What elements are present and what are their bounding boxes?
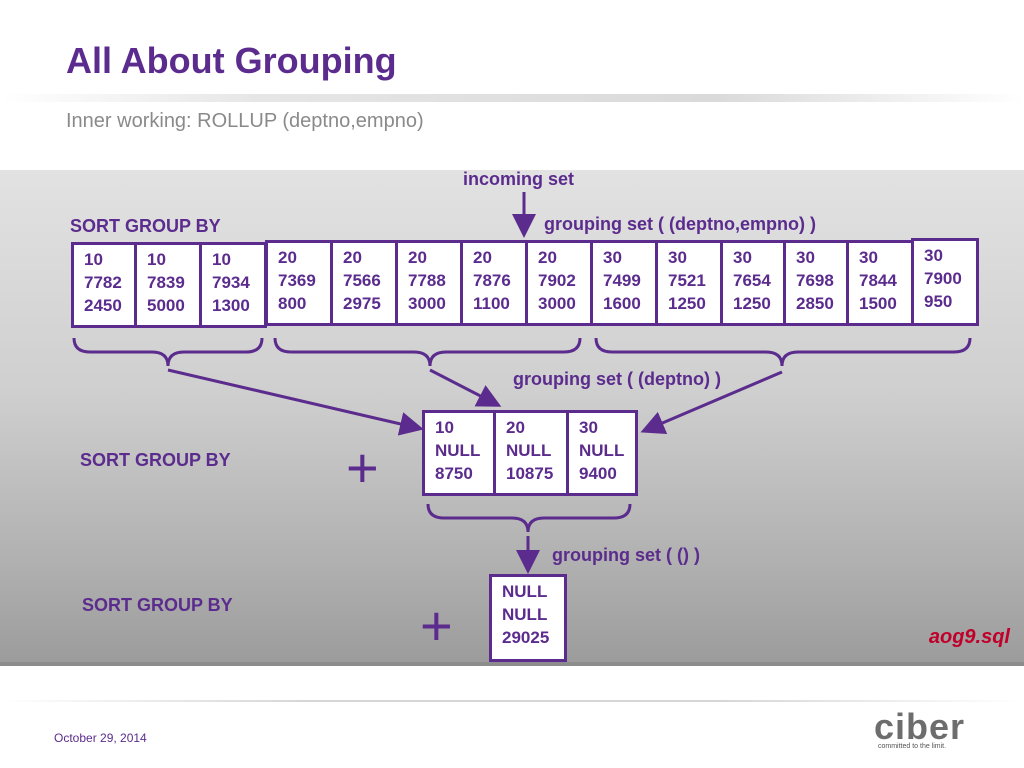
row-cell: 30 7698 2850 bbox=[783, 240, 849, 326]
cell-sal: 3000 bbox=[408, 294, 446, 313]
cell-deptno: 20 bbox=[408, 248, 427, 267]
cell-deptno: 30 bbox=[668, 248, 687, 267]
cell-deptno: NULL bbox=[502, 582, 548, 601]
cell-deptno: 10 bbox=[435, 418, 454, 437]
cell-sal: 8750 bbox=[435, 464, 473, 483]
row-cell: 10 NULL 8750 bbox=[422, 410, 496, 496]
cell-deptno: 20 bbox=[343, 248, 362, 267]
row-cell: 30 7654 1250 bbox=[720, 240, 786, 326]
cell-sal: 3000 bbox=[538, 294, 576, 313]
sort-group-by-label-3: SORT GROUP BY bbox=[82, 595, 233, 615]
brace-dept-10 bbox=[72, 337, 264, 367]
cell-empno: NULL bbox=[506, 441, 552, 460]
footer-divider bbox=[0, 700, 1024, 702]
cell-deptno: 20 bbox=[278, 248, 297, 267]
cell-deptno: 20 bbox=[506, 418, 525, 437]
cell-empno: NULL bbox=[435, 441, 481, 460]
cell-deptno: 10 bbox=[147, 250, 166, 269]
plus-sign-1: + bbox=[346, 436, 379, 499]
cell-empno: 7698 bbox=[796, 271, 834, 290]
arrow-dept-10 bbox=[167, 368, 424, 436]
cell-sal: 2450 bbox=[84, 296, 122, 315]
brace-dept-20 bbox=[273, 337, 582, 367]
cell-deptno: 30 bbox=[796, 248, 815, 267]
script-filename: aog9.sql bbox=[928, 626, 1010, 648]
row-cell: 10 7782 2450 bbox=[71, 242, 137, 328]
grouping-set-deptno-label: grouping set ( (deptno) ) bbox=[513, 369, 721, 389]
cell-empno: 7839 bbox=[147, 273, 185, 292]
title-divider bbox=[0, 94, 1024, 102]
grouping-set-deptno-empno-label: grouping set ( (deptno,empno) ) bbox=[544, 214, 816, 234]
cell-empno: 7876 bbox=[473, 271, 511, 290]
cell-empno: 7900 bbox=[924, 269, 962, 288]
cell-sal: 2850 bbox=[796, 294, 834, 313]
cell-sal: 9400 bbox=[579, 464, 617, 483]
cell-empno: NULL bbox=[579, 441, 625, 460]
row-cell: 20 7902 3000 bbox=[525, 240, 593, 326]
cell-sal: 10875 bbox=[506, 464, 554, 483]
cell-deptno: 30 bbox=[579, 418, 598, 437]
cell-deptno: 20 bbox=[538, 248, 557, 267]
cell-empno: 7844 bbox=[859, 271, 897, 290]
brace-dept-30 bbox=[594, 337, 972, 367]
cell-sal: 1250 bbox=[733, 294, 771, 313]
row-cell: 10 7934 1300 bbox=[199, 242, 267, 328]
cell-sal: 800 bbox=[278, 294, 307, 313]
brace-total bbox=[426, 503, 632, 533]
row-cell: 30 7521 1250 bbox=[655, 240, 723, 326]
row-cell: 20 NULL 10875 bbox=[493, 410, 569, 496]
cell-empno: 7788 bbox=[408, 271, 446, 290]
cell-deptno: 10 bbox=[84, 250, 103, 269]
cell-sal: 5000 bbox=[147, 296, 185, 315]
arrow-dept-30 bbox=[640, 370, 783, 434]
ciber-logo: ciber committed to the limit. bbox=[874, 708, 974, 754]
slide-subtitle: Inner working: ROLLUP (deptno,empno) bbox=[66, 110, 424, 132]
logo-wordmark: ciber bbox=[874, 706, 966, 747]
arrow-dept-20 bbox=[429, 368, 502, 407]
cell-empno: 7654 bbox=[733, 271, 771, 290]
cell-sal: 2975 bbox=[343, 294, 381, 313]
cell-deptno: 20 bbox=[473, 248, 492, 267]
cell-empno: 7902 bbox=[538, 271, 576, 290]
row-cell: 30 7844 1500 bbox=[846, 240, 914, 326]
row-cell: 20 7876 1100 bbox=[460, 240, 528, 326]
cell-deptno: 30 bbox=[733, 248, 752, 267]
panel-bottom-edge bbox=[0, 662, 1024, 666]
cell-deptno: 30 bbox=[859, 248, 878, 267]
cell-sal: 29025 bbox=[502, 628, 550, 647]
row-cell: NULL NULL 29025 bbox=[489, 574, 567, 662]
row-cell: 10 7839 5000 bbox=[134, 242, 202, 328]
sort-group-by-label-2: SORT GROUP BY bbox=[80, 450, 231, 470]
row-cell: 30 NULL 9400 bbox=[566, 410, 638, 496]
cell-deptno: 30 bbox=[924, 246, 943, 265]
cell-empno: 7566 bbox=[343, 271, 381, 290]
cell-empno: 7499 bbox=[603, 271, 641, 290]
cell-sal: 950 bbox=[924, 292, 953, 311]
sort-group-by-label-1: SORT GROUP BY bbox=[70, 216, 221, 236]
row-cell: 20 7369 800 bbox=[265, 240, 333, 326]
row-cell: 30 7499 1600 bbox=[590, 240, 658, 326]
incoming-set-label: incoming set bbox=[463, 169, 575, 189]
cell-sal: 1500 bbox=[859, 294, 897, 313]
grouping-set-empty-label: grouping set ( () ) bbox=[552, 545, 700, 565]
cell-empno: 7521 bbox=[668, 271, 706, 290]
cell-empno: 7934 bbox=[212, 273, 250, 292]
cell-empno: 7369 bbox=[278, 271, 316, 290]
cell-empno: 7782 bbox=[84, 273, 122, 292]
cell-deptno: 10 bbox=[212, 250, 231, 269]
row-cell: 20 7566 2975 bbox=[330, 240, 398, 326]
row-cell: 20 7788 3000 bbox=[395, 240, 463, 326]
cell-sal: 1600 bbox=[603, 294, 641, 313]
cell-sal: 1100 bbox=[473, 294, 510, 313]
plus-sign-2: + bbox=[420, 594, 453, 657]
logo-tagline: committed to the limit. bbox=[878, 743, 947, 750]
cell-sal: 1300 bbox=[212, 296, 250, 315]
row-cell: 30 7900 950 bbox=[911, 238, 979, 326]
footer-date: October 29, 2014 bbox=[54, 731, 147, 745]
cell-deptno: 30 bbox=[603, 248, 622, 267]
cell-empno: NULL bbox=[502, 605, 548, 624]
cell-sal: 1250 bbox=[668, 294, 706, 313]
slide-title: All About Grouping bbox=[66, 40, 397, 81]
